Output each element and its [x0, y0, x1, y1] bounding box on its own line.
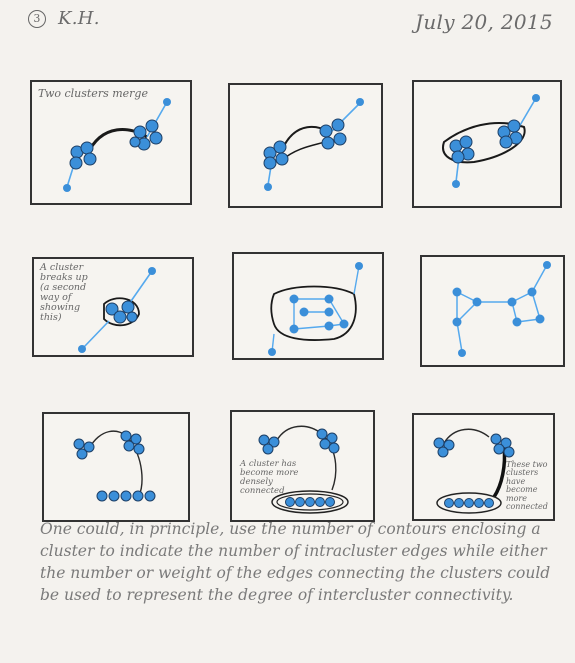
- cluster-diagram: [433, 428, 515, 514]
- panel-r1c2: [228, 83, 383, 208]
- author-initials: K.H.: [58, 8, 100, 29]
- panel-r2c2: [232, 252, 384, 360]
- panel-r3c2: A cluster has become more densely connec…: [230, 410, 375, 522]
- sketch-caption: One could, in principle, use the number …: [40, 520, 551, 604]
- panel-r3c1: [42, 412, 190, 522]
- cluster-diagram: [78, 267, 156, 353]
- cluster-diagram: [452, 261, 551, 357]
- cluster-diagram: [442, 94, 540, 188]
- page-header-left: 3 K.H.: [28, 8, 100, 29]
- panel-r1c1: Two clusters merge: [30, 80, 192, 205]
- panel-annotation: These two clusters have become more conn…: [506, 460, 548, 511]
- page-number-circle: 3: [28, 10, 46, 28]
- cluster-diagram: [258, 425, 349, 514]
- panel-r2c1: A cluster breaks up (a second way of sho…: [32, 257, 194, 357]
- cluster-diagram: [73, 430, 156, 502]
- cluster-diagram: [268, 262, 363, 356]
- cluster-diagram: [263, 98, 364, 191]
- panel-annotation: A cluster breaks up (a second way of sho…: [40, 262, 88, 323]
- cluster-diagram: [63, 98, 171, 192]
- panel-annotation: Two clusters merge: [38, 87, 148, 100]
- panel-r3c3: These two clusters have become more conn…: [412, 413, 555, 521]
- panel-annotation: A cluster has become more densely connec…: [240, 459, 299, 496]
- panel-r2c3: [420, 255, 565, 367]
- page-date: July 20, 2015: [415, 10, 553, 34]
- panel-r1c3: [412, 80, 562, 208]
